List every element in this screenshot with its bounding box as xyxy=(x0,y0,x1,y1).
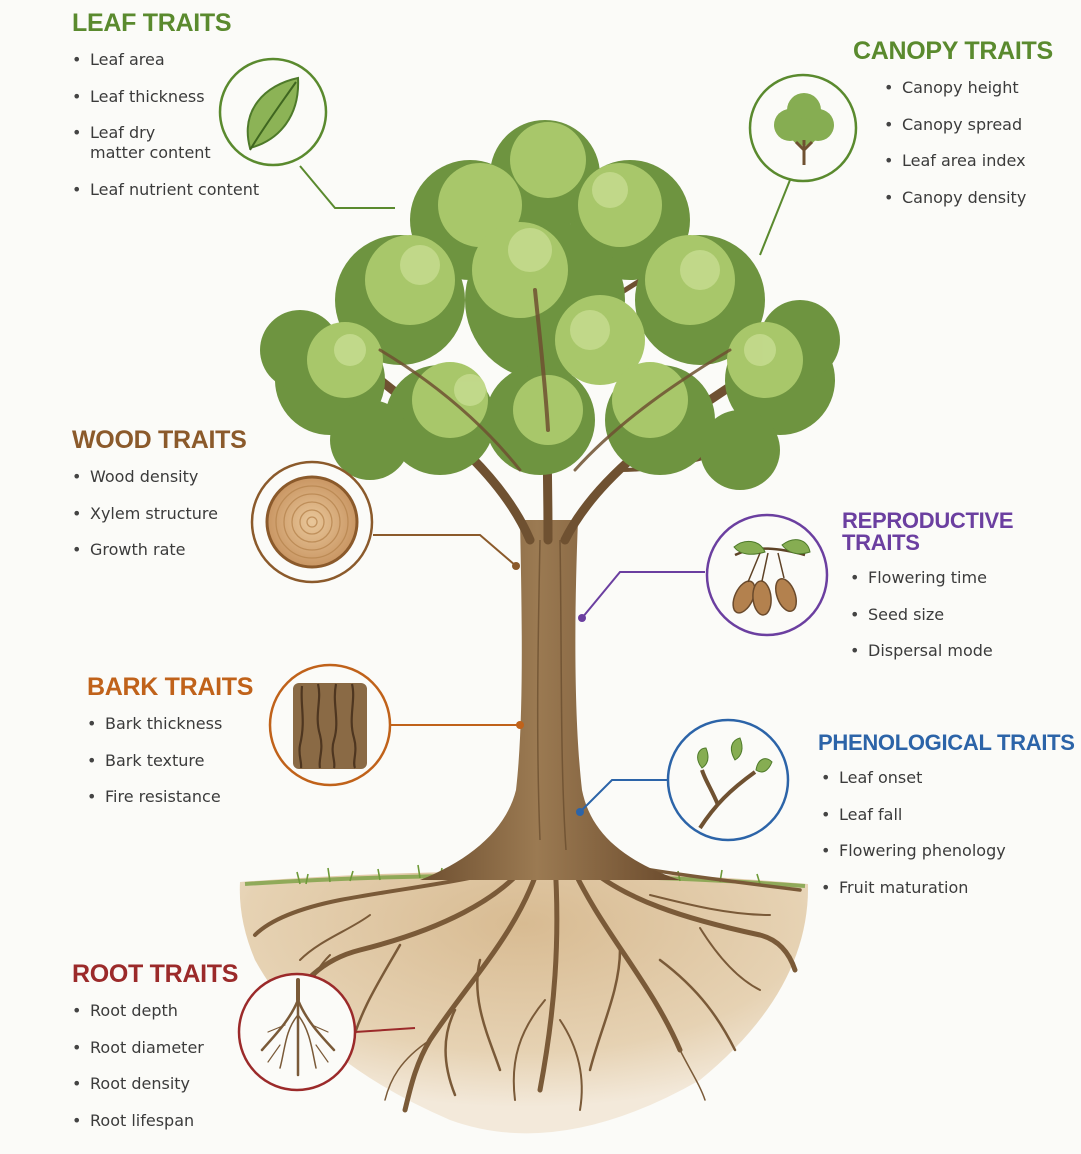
trunk xyxy=(420,520,680,880)
bark-trait-item: Bark thickness xyxy=(87,714,325,734)
leaf-trait-item: Leaf dry matter content xyxy=(72,123,310,163)
reproductive-traits-list: Flowering timeSeed sizeDispersal mode xyxy=(850,568,1081,661)
root-traits-group: ROOT TRAITS Root depthRoot diameterRoot … xyxy=(72,962,310,1147)
root-traits-heading: ROOT TRAITS xyxy=(72,960,239,988)
root-connector xyxy=(354,1027,416,1033)
phenological-traits-heading: PHENOLOGICAL TRAITS xyxy=(818,730,1075,755)
reproductive-traits-group: REPRODUCTIVE TRAITS Flowering timeSeed s… xyxy=(842,510,1081,678)
phenological-trait-item: Fruit maturation xyxy=(821,878,1059,898)
phenological-trait-item: Leaf fall xyxy=(821,805,1059,825)
phenological-traits-list: Leaf onsetLeaf fallFlowering phenologyFr… xyxy=(821,768,1075,898)
leaf-trait-item: Leaf thickness xyxy=(72,87,310,107)
root-trait-item: Root density xyxy=(72,1074,310,1094)
canopy-tree-icon xyxy=(748,73,858,183)
bark-trait-item: Bark texture xyxy=(87,751,325,771)
leaf-trait-item: Leaf area xyxy=(72,50,310,70)
root-trait-item: Root depth xyxy=(72,1001,310,1021)
leaf-connector xyxy=(299,165,395,209)
leaf-traits-group: LEAF TRAITS Leaf areaLeaf thicknessLeaf … xyxy=(72,11,310,216)
canopy-trait-item: Canopy spread xyxy=(884,115,1081,135)
connectors xyxy=(299,165,791,1033)
wood-trait-item: Xylem structure xyxy=(72,504,310,524)
reproductive-trait-item: Dispersal mode xyxy=(850,641,1081,661)
bark-traits-heading: BARK TRAITS xyxy=(87,673,254,701)
root-trait-item: Root diameter xyxy=(72,1038,310,1058)
canopy-trait-item: Canopy density xyxy=(884,188,1081,208)
reproductive-connector xyxy=(581,571,705,619)
bark-traits-group: BARK TRAITS Bark thicknessBark textureFi… xyxy=(87,675,325,824)
wood-connector xyxy=(373,534,517,567)
connector-dots xyxy=(512,562,586,816)
canopy-foliage xyxy=(260,120,840,490)
phenological-traits-group: PHENOLOGICAL TRAITS Leaf onsetLeaf fallF… xyxy=(818,732,1075,914)
bark-trait-item: Fire resistance xyxy=(87,787,325,807)
root-traits-list: Root depthRoot diameterRoot densityRoot … xyxy=(72,1001,310,1131)
canopy-traits-list: Canopy heightCanopy spreadLeaf area inde… xyxy=(884,78,1081,208)
wood-traits-group: WOOD TRAITS Wood densityXylem structureG… xyxy=(72,428,310,577)
wood-trait-item: Growth rate xyxy=(72,540,310,560)
reproductive-trait-item: Flowering time xyxy=(850,568,1081,588)
phenological-trait-item: Leaf onset xyxy=(821,768,1059,788)
canopy-trait-item: Canopy height xyxy=(884,78,1081,98)
wood-trait-item: Wood density xyxy=(72,467,310,487)
phenological-trait-item: Flowering phenology xyxy=(821,841,1059,861)
reproductive-traits-heading: REPRODUCTIVE TRAITS xyxy=(842,508,1014,555)
wood-traits-heading: WOOD TRAITS xyxy=(72,426,247,454)
wood-traits-list: Wood densityXylem structureGrowth rate xyxy=(72,467,310,560)
bark-traits-list: Bark thicknessBark textureFire resistanc… xyxy=(87,714,325,807)
leaf-trait-item: Leaf nutrient content xyxy=(72,180,310,200)
budding-twig-icon xyxy=(666,718,790,842)
root-trait-item: Root lifespan xyxy=(72,1111,310,1131)
canopy-trait-item: Leaf area index xyxy=(884,151,1081,171)
seed-pod-icon xyxy=(705,513,829,637)
canopy-traits-group: CANOPY TRAITS Canopy heightCanopy spread… xyxy=(853,39,1081,224)
canopy-traits-heading: CANOPY TRAITS xyxy=(853,37,1053,65)
phenological-connector xyxy=(579,779,668,813)
leaf-traits-list: Leaf areaLeaf thicknessLeaf dry matter c… xyxy=(72,50,310,200)
reproductive-trait-item: Seed size xyxy=(850,605,1081,625)
canopy-connector xyxy=(759,179,791,256)
leaf-traits-heading: LEAF TRAITS xyxy=(72,9,232,37)
